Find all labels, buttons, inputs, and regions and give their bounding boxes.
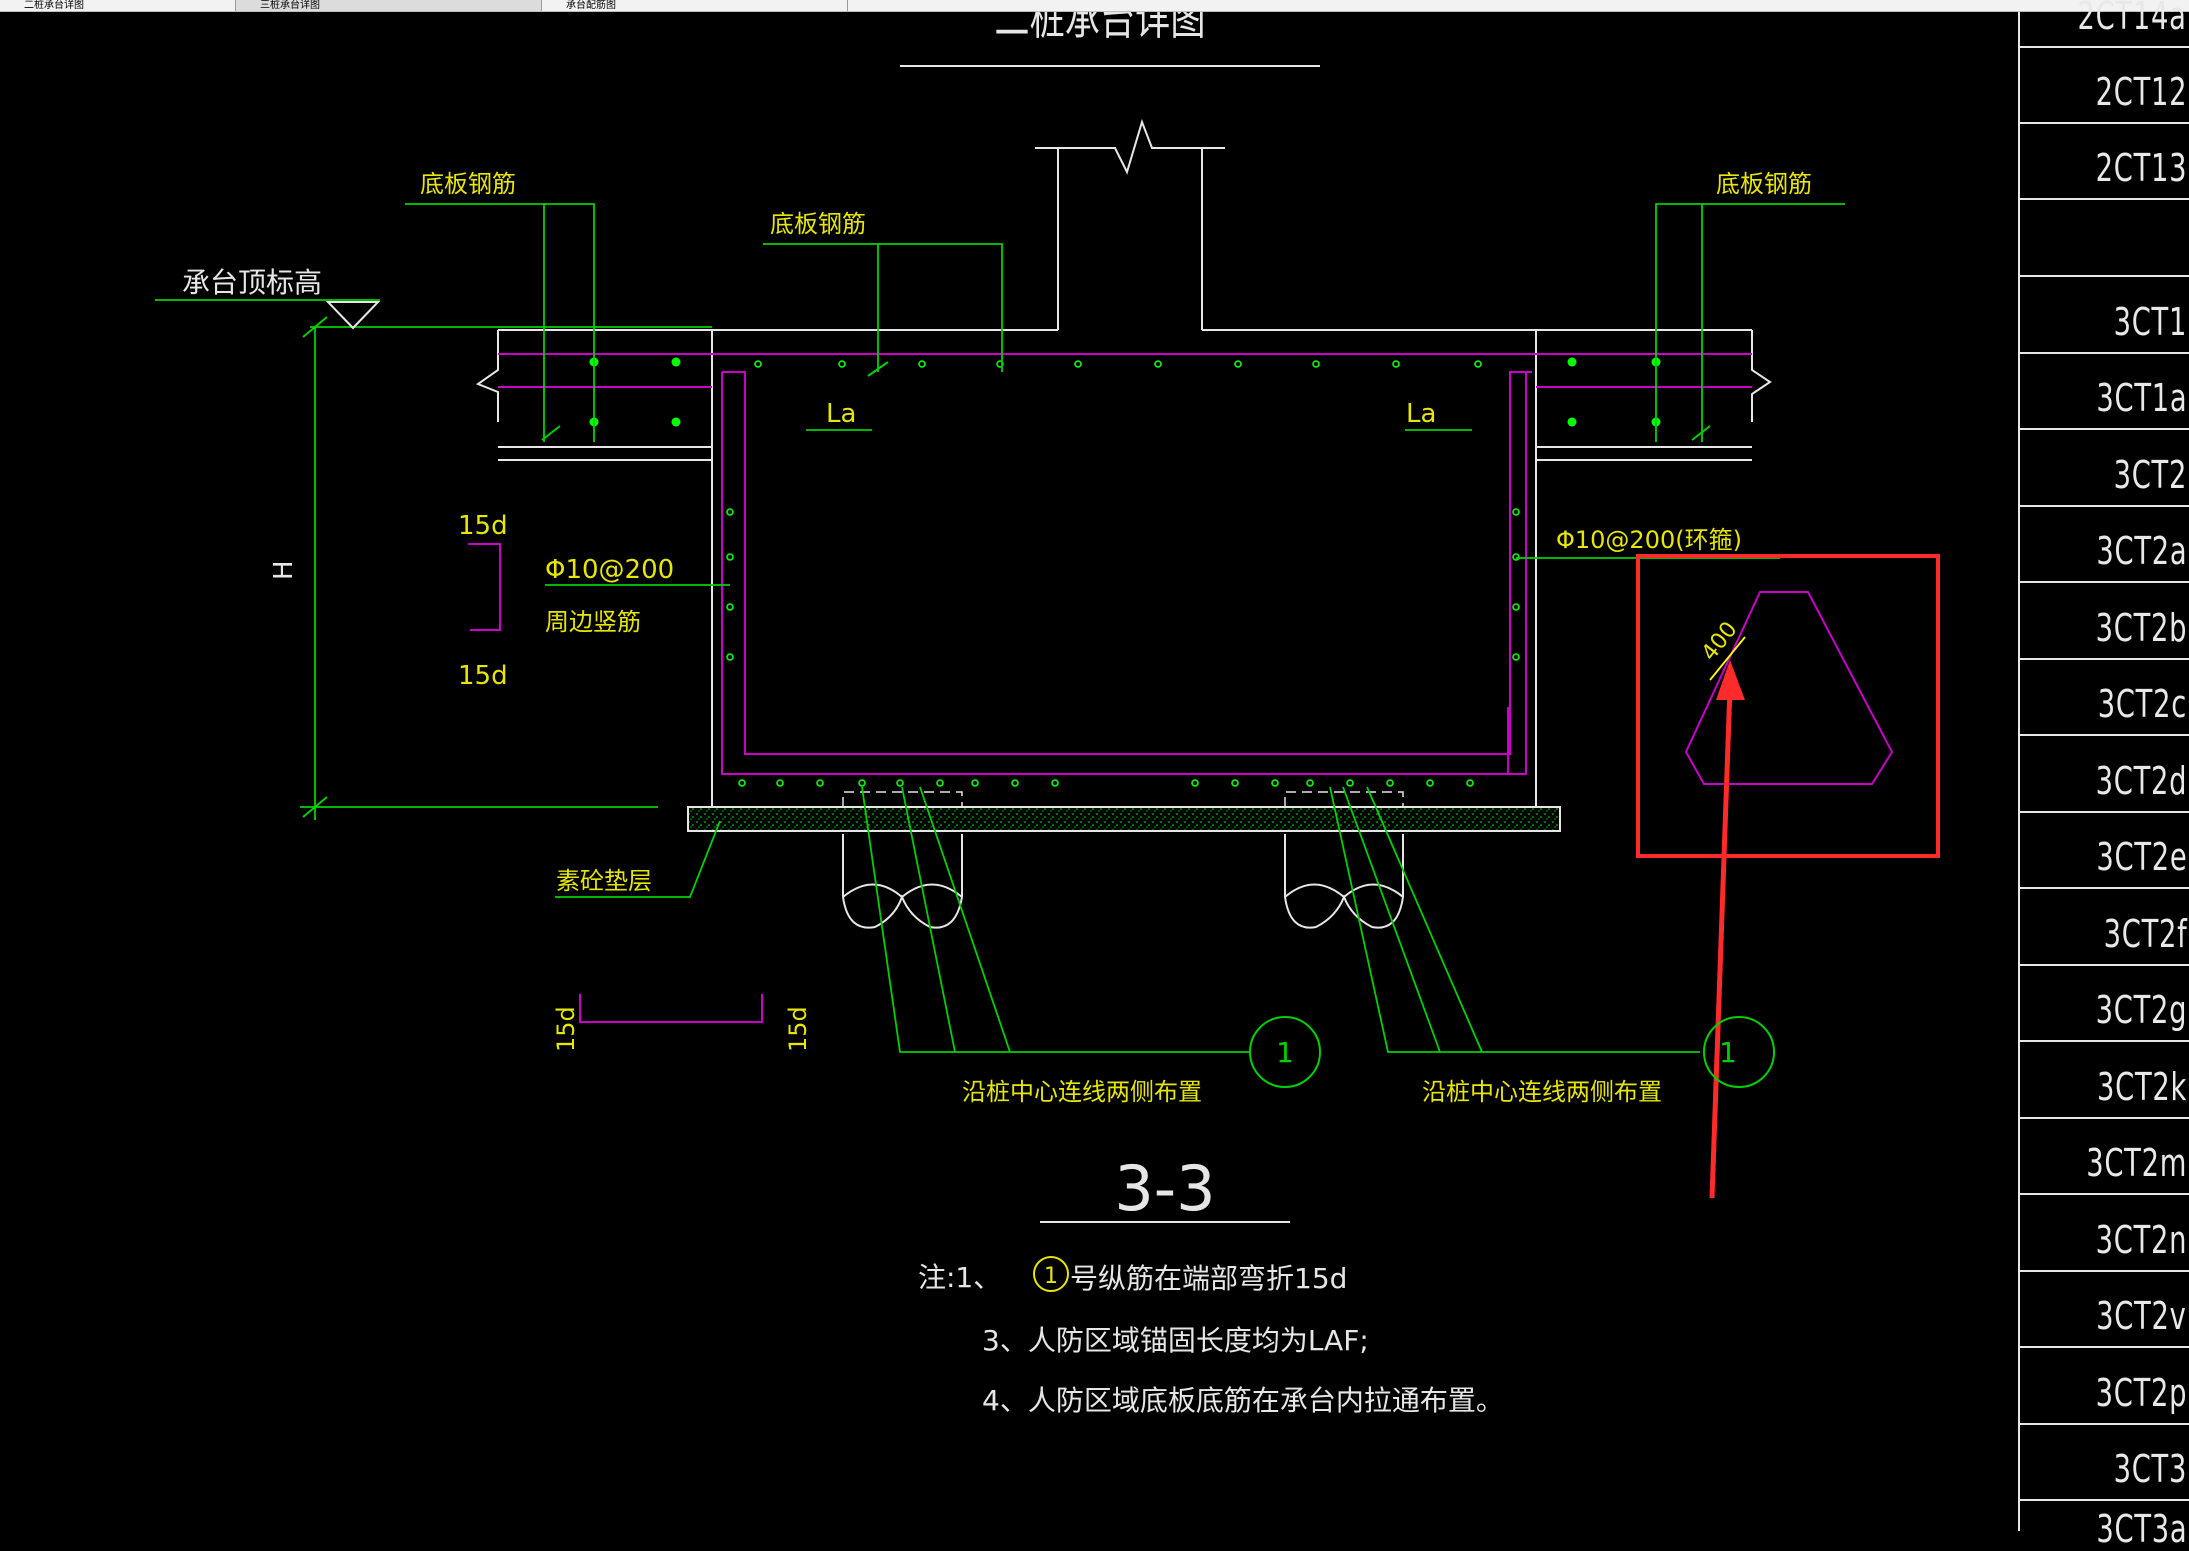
section-label: 3-3 xyxy=(1114,1152,1215,1225)
legend-row[interactable]: 3CT2p xyxy=(2020,1348,2189,1425)
note4-text: 4、人防区域底板底筋在承台内拉通布置。 xyxy=(982,1384,1504,1417)
legend-row[interactable]: 3CT2g xyxy=(2020,966,2189,1042)
label-bottom-rebar-mid: 底板钢筋 xyxy=(770,210,866,238)
pile-cap-outline xyxy=(498,329,1752,808)
label-la-right: La xyxy=(1406,399,1436,429)
legend-row[interactable]: 3CT2a xyxy=(2020,507,2189,583)
tab-cap-reinforcement[interactable]: 承台配筋图 xyxy=(542,0,848,11)
legend-row[interactable]: 2CT14a xyxy=(2020,0,2189,48)
rebar-rings xyxy=(726,360,1520,787)
note1-text: 号纵筋在端部弯折15d xyxy=(1070,1262,1347,1295)
label-dim-400: 400 xyxy=(1697,617,1743,665)
perimeter-bar-bracket xyxy=(468,543,763,1023)
annotation-arrow xyxy=(1709,660,1745,1199)
label-perimeter-rebar: 周边竖筋 xyxy=(545,608,641,636)
legend-row[interactable]: 2CT12 xyxy=(2020,48,2189,124)
legend-row[interactable]: 3CT1 xyxy=(2020,277,2189,354)
three-pile-cap-plan xyxy=(1684,591,1894,785)
legend-row[interactable]: 3CT2e xyxy=(2020,813,2189,889)
rebar-mark-circle-left xyxy=(1249,1016,1321,1088)
drawing-tab-bar: 二桩承台详图 三桩承台详图 承台配筋图 xyxy=(0,0,2189,12)
legend-row[interactable] xyxy=(2020,200,2189,277)
label-along-pile-left: 沿桩中心连线两侧布置 xyxy=(962,1078,1202,1106)
note3-text: 3、人防区域锚固长度均为LAF; xyxy=(982,1324,1369,1357)
pile-dashes xyxy=(842,791,1404,807)
dim-400-line xyxy=(1709,636,1746,681)
tab-3pile-cap-detail[interactable]: 三桩承台详图 xyxy=(236,0,542,11)
tab-2pile-cap-detail[interactable]: 二桩承台详图 xyxy=(0,0,236,11)
note1-circle-number: 1 xyxy=(1044,1264,1058,1289)
legend-row[interactable]: 3CT2c xyxy=(2020,660,2189,736)
label-mark-1-right: 1 xyxy=(1719,1036,1737,1069)
label-la-left: La xyxy=(826,399,856,429)
label-bottom-rebar-left: 底板钢筋 xyxy=(420,170,516,198)
note-mark-circle xyxy=(1033,1256,1069,1292)
plain-concrete-bedding xyxy=(687,806,1561,832)
highlight-box xyxy=(1636,554,1940,858)
pile-right xyxy=(1284,834,1404,929)
legend-row[interactable]: 3CT1a xyxy=(2020,354,2189,430)
legend-row[interactable]: 3CT2n xyxy=(2020,1195,2189,1272)
note1-prefix: 注:1、 xyxy=(918,1261,1001,1294)
label-stirrup-right: Φ10@200(环箍) xyxy=(1556,526,1742,554)
legend-row[interactable]: 3CT2v xyxy=(2020,1272,2189,1348)
label-15d-top: 15d xyxy=(458,511,508,541)
legend-row[interactable]: 3CT2k xyxy=(2020,1042,2189,1119)
label-15d-bottom-left: 15d xyxy=(552,1006,580,1052)
rebar-dots xyxy=(589,357,1661,427)
label-bottom-rebar-right: 底板钢筋 xyxy=(1716,170,1812,198)
rebar-mark-circle-right xyxy=(1703,1016,1775,1088)
label-height-H: H xyxy=(269,560,299,580)
label-along-pile-right: 沿桩中心连线两侧布置 xyxy=(1422,1078,1662,1106)
leader-lines xyxy=(155,203,1845,1053)
label-mark-1-left: 1 xyxy=(1276,1036,1294,1069)
cap-rebar-cage xyxy=(498,353,1752,775)
drawing-title: 二桩承台详图 xyxy=(994,12,1205,45)
elevation-symbol xyxy=(325,301,381,330)
legend-row[interactable]: 3CT2m xyxy=(2020,1119,2189,1195)
label-cap-top-elevation: 承台顶标高 xyxy=(182,266,322,299)
legend-row[interactable]: 3CT2d xyxy=(2020,736,2189,813)
pile-left xyxy=(842,834,963,929)
block-list-panel: 2CT14a 2CT12 2CT13 3CT1 3CT1a 3CT2 3CT2a… xyxy=(2018,0,2189,1551)
slab-break-right xyxy=(1751,330,1772,422)
slab-break-left xyxy=(475,330,499,422)
label-15d-bottom-right: 15d xyxy=(784,1006,812,1052)
legend-row[interactable]: 3CT2f xyxy=(2020,889,2189,966)
tick-marks xyxy=(302,316,1711,818)
cad-drawing-canvas[interactable]: 二桩承台详图 xyxy=(0,12,2010,1531)
legend-row[interactable]: 3CT2 xyxy=(2020,430,2189,507)
legend-row[interactable]: 3CT3 xyxy=(2020,1425,2189,1501)
legend-row[interactable]: 2CT13 xyxy=(2020,124,2189,200)
legend-row[interactable]: 3CT3a xyxy=(2095,1507,2187,1551)
label-15d-bottom: 15d xyxy=(458,661,508,691)
legend-row[interactable]: 3CT2b xyxy=(2020,583,2189,660)
column-stub xyxy=(1035,118,1225,330)
label-stirrup-left: Φ10@200 xyxy=(545,555,674,585)
label-plain-concrete: 素砼垫层 xyxy=(556,867,652,895)
